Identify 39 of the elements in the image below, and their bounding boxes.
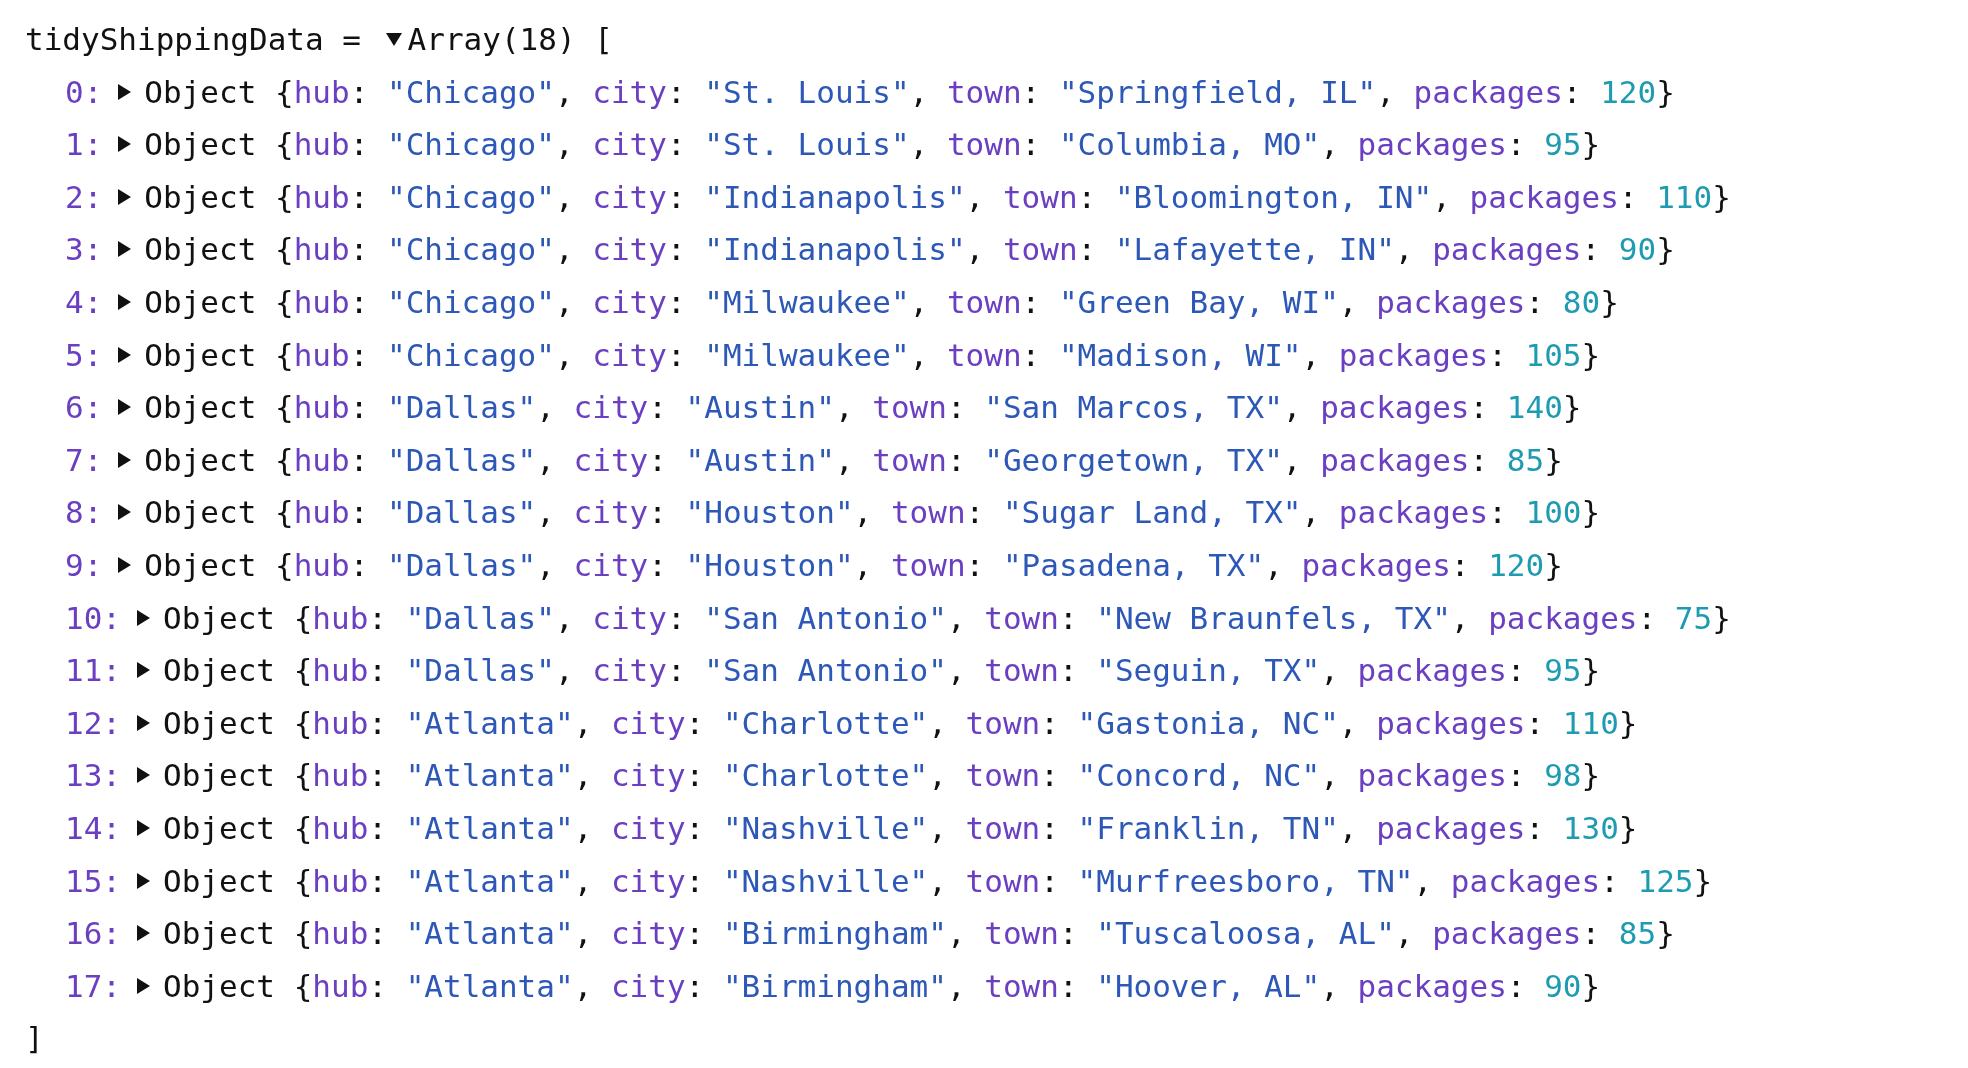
index-label: 4:	[65, 283, 103, 322]
index-label: 2:	[65, 177, 103, 217]
object-literal: Object {hub: "Chicago", city: "St. Louis", town: "Springfield, IL", packages: 120}	[144, 72, 1675, 112]
object-literal: Object {hub: "Chicago", city: "Indianapolis", town: "Lafayette, IN", packages: 90}	[144, 230, 1675, 270]
closing-bracket: ]	[25, 1019, 44, 1059]
index-label: 5:	[65, 335, 103, 375]
index-label: 17:	[65, 966, 121, 1006]
object-literal: Object {hub: "Atlanta", city: "Birmingham", town: "Tuscaloosa, AL", packages: 85}	[163, 914, 1675, 954]
index-label: 16:	[65, 914, 121, 954]
object-literal: Object {hub: "Atlanta", city: "Charlotte", town: "Concord, NC", packages: 98}	[163, 756, 1601, 796]
variable-name: tidyShippingData =	[25, 20, 362, 59]
object-literal: Object {hub: "Atlanta", city: "Charlotte", town: "Gastonia, NC", packages: 110}	[163, 703, 1638, 743]
object-literal: Object {hub: "Dallas", city: "San Antonio", town: "New Braunfels, TX", packages: 75}	[163, 598, 1731, 638]
index-label: 11:	[65, 651, 121, 691]
object-literal: Object {hub: "Dallas", city: "San Antonio", town: "Seguin, TX", packages: 95}	[163, 651, 1601, 691]
object-literal: Object {hub: "Chicago", city: "Milwaukee", town: "Madison, WI", packages: 105}	[144, 335, 1601, 375]
object-literal: Object {hub: "Dallas", city: "Houston", town: "Sugar Land, TX", packages: 100}	[144, 493, 1601, 533]
index-label: 9:	[65, 546, 103, 585]
index-label: 15:	[65, 861, 121, 901]
object-literal: Object {hub: "Dallas", city: "Austin", town: "San Marcos, TX", packages: 140}	[144, 388, 1582, 428]
index-label: 7:	[65, 440, 103, 480]
index-label: 10:	[65, 598, 121, 638]
object-literal: Object {hub: "Atlanta", city: "Nashville", town: "Murfreesboro, TN", packages: 125}	[163, 861, 1713, 901]
object-literal: Object {hub: "Dallas", city: "Austin", town: "Georgetown, TX", packages: 85}	[144, 440, 1563, 480]
index-label: 8:	[65, 493, 103, 533]
object-literal: Object {hub: "Chicago", city: "St. Louis", town: "Columbia, MO", packages: 95}	[144, 125, 1601, 165]
index-label: 1:	[65, 125, 103, 165]
index-label: 13:	[65, 756, 121, 796]
object-literal: Object {hub: "Chicago", city: "Indianapolis", town: "Bloomington, IN", packages: 110}	[144, 177, 1731, 217]
object-literal: Object {hub: "Chicago", city: "Milwaukee", town: "Green Bay, WI", packages: 80}	[144, 283, 1619, 322]
object-literal: Object {hub: "Atlanta", city: "Nashville", town: "Franklin, TN", packages: 130}	[163, 809, 1638, 848]
index-label: 0:	[65, 72, 103, 112]
object-literal: Object {hub: "Atlanta", city: "Birmingham", town: "Hoover, AL", packages: 90}	[163, 966, 1601, 1006]
index-label: 3:	[65, 230, 103, 270]
index-label: 14:	[65, 809, 121, 848]
array-label: Array(18) [	[407, 20, 613, 59]
object-literal: Object {hub: "Dallas", city: "Houston", town: "Pasadena, TX", packages: 120}	[144, 546, 1563, 585]
index-label: 12:	[65, 703, 121, 743]
index-label: 6:	[65, 388, 103, 428]
